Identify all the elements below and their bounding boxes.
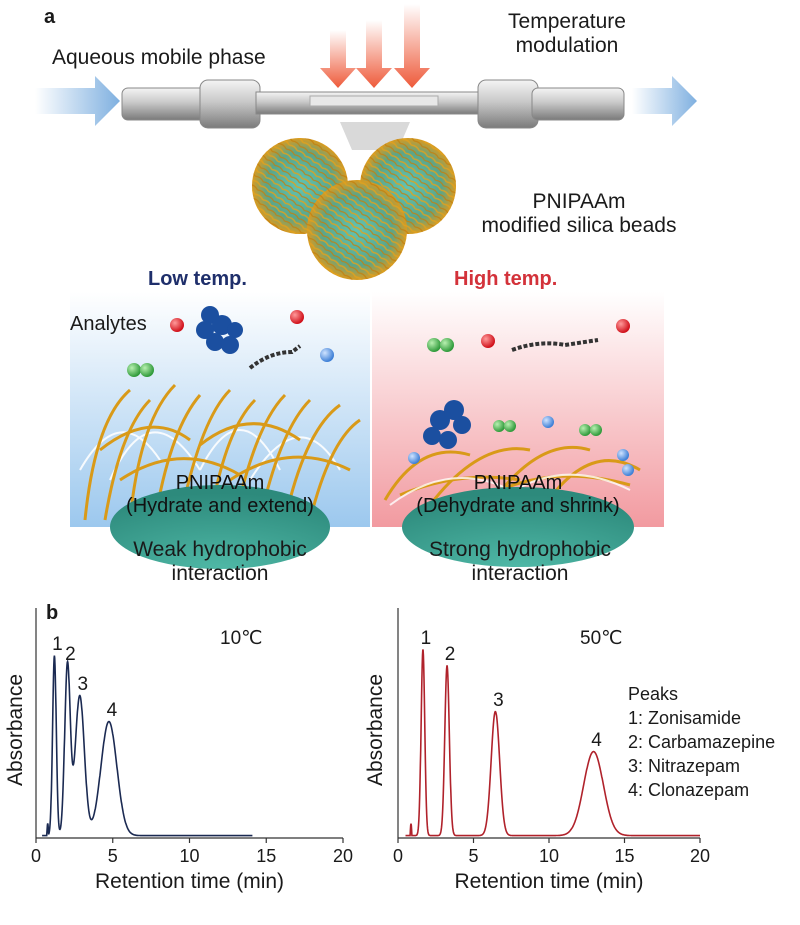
peak-label: 2 — [445, 644, 456, 665]
low-caption-line2: interaction — [171, 562, 269, 586]
low-temp-caption: Weak hydrophobic interaction — [80, 538, 360, 586]
flow-in-arrow — [35, 76, 120, 126]
low-temp-scene — [70, 292, 370, 569]
low-temp-title: Low temp. — [148, 268, 247, 290]
low-polymer-line2: (Hydrate and extend) — [126, 495, 314, 517]
beads-label: PNIPAAm modified silica beads — [444, 190, 714, 238]
low-temp-polymer-label: PNIPAAm (Hydrate and extend) — [100, 472, 340, 518]
high-caption-line1: Strong hydrophobic — [428, 538, 612, 561]
legend-item-2: 2: Carbamazepine — [628, 731, 776, 752]
y-axis-label: Absorbance — [4, 674, 27, 786]
x-tick-label: 20 — [690, 846, 710, 866]
mobile-phase-label: Aqueous mobile phase — [52, 46, 266, 69]
analytes-label: Analytes — [70, 313, 147, 335]
chart-title: 10℃ — [220, 628, 262, 649]
peak-label: 2 — [65, 644, 76, 665]
high-caption-line2: interaction — [471, 562, 569, 586]
x-tick-label: 15 — [256, 846, 276, 866]
x-tick-label: 5 — [108, 846, 118, 866]
high-temp-polymer-label: PNIPAAm (Dehydrate and shrink) — [392, 472, 644, 518]
beads-label-line2: modified silica beads — [481, 214, 677, 238]
low-caption-line1: Weak hydrophobic — [133, 538, 307, 561]
hplc-column — [121, 79, 625, 129]
legend-item-1: 1: Zonisamide — [628, 707, 742, 728]
x-tick-label: 15 — [614, 846, 634, 866]
x-axis-label: Retention time (min) — [454, 870, 643, 893]
x-tick-label: 20 — [333, 846, 353, 866]
peak-legend: Peaks 1: Zonisamide 2: Carbamazepine 3: … — [628, 683, 775, 803]
panel-a-illustration — [35, 4, 697, 569]
x-tick-label: 0 — [393, 846, 403, 866]
x-tick-label: 0 — [31, 846, 41, 866]
high-polymer-line2: (Dehydrate and shrink) — [416, 495, 620, 517]
panel-b-letter: b — [46, 602, 59, 624]
x-axis-label: Retention time (min) — [95, 870, 284, 893]
peak-label: 1 — [52, 634, 63, 655]
high-temp-title: High temp. — [454, 268, 558, 290]
x-tick-label: 10 — [179, 846, 199, 866]
heat-arrows — [320, 4, 430, 88]
chromatogram-trace — [42, 655, 253, 837]
flow-out-arrow — [632, 76, 697, 126]
high-temp-scene — [372, 292, 664, 567]
peak-label: 1 — [421, 628, 432, 649]
high-polymer-line1: PNIPAAm — [473, 472, 563, 494]
peak-label: 4 — [591, 730, 602, 751]
legend-item-4: 4: Clonazepam — [628, 779, 750, 800]
y-axis-label: Absorbance — [364, 674, 387, 786]
silica-beads — [252, 138, 456, 280]
peak-label: 4 — [107, 700, 118, 721]
beads-label-line1: PNIPAAm — [532, 190, 626, 213]
legend-item-3: 3: Nitrazepam — [628, 755, 741, 776]
panel-a-letter: a — [44, 6, 56, 28]
legend-title: Peaks — [628, 684, 679, 704]
temperature-label-line1: Temperature — [508, 10, 626, 33]
low-polymer-line1: PNIPAAm — [175, 472, 265, 494]
temperature-label-line2: modulation — [515, 34, 619, 58]
peak-label: 3 — [77, 674, 88, 695]
chromatogram-trace — [405, 649, 700, 837]
high-temp-caption: Strong hydrophobic interaction — [380, 538, 660, 586]
chart-title: 50℃ — [580, 628, 622, 649]
x-tick-label: 5 — [468, 846, 478, 866]
temperature-modulation-label: Temperature modulation — [462, 10, 672, 58]
x-tick-label: 10 — [539, 846, 559, 866]
peak-label: 3 — [493, 690, 504, 711]
